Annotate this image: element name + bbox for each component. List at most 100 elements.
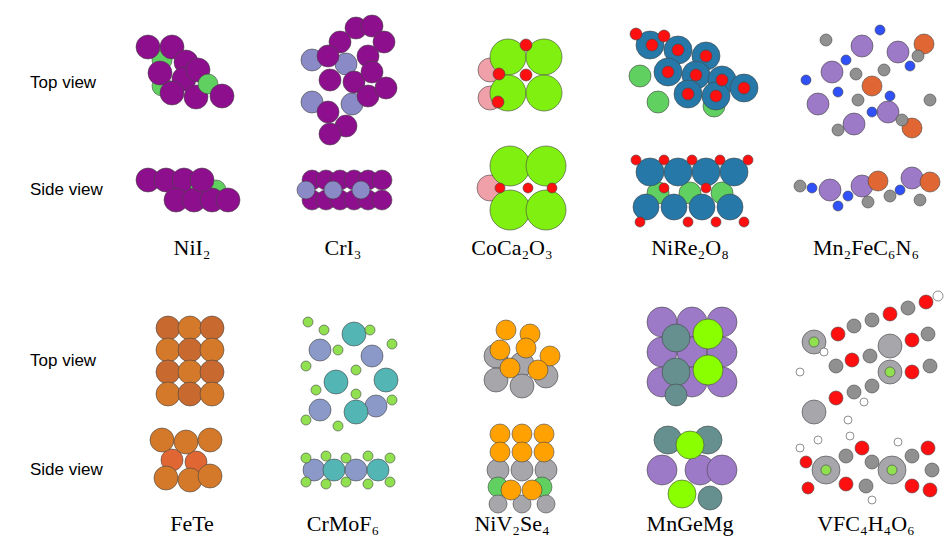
atom (323, 459, 345, 481)
atom (321, 479, 331, 489)
atom (372, 170, 392, 190)
atom (496, 320, 516, 340)
atom (198, 464, 222, 488)
coca2o3-top (478, 39, 562, 111)
view-label: Side view (30, 180, 103, 200)
atom (528, 360, 548, 380)
atom (635, 217, 645, 227)
atom (702, 82, 730, 110)
atom (819, 179, 841, 201)
atom (875, 25, 885, 35)
compound-name: NiV₂Se₄ (474, 511, 549, 537)
atom (707, 455, 737, 485)
atom (901, 167, 923, 189)
atom (367, 459, 389, 481)
atom (490, 442, 510, 462)
atom (862, 76, 882, 96)
atom (321, 451, 331, 461)
atom (178, 360, 202, 384)
atom (665, 384, 687, 406)
atom (905, 333, 919, 347)
atom (701, 183, 711, 193)
atom (301, 477, 311, 487)
atom (878, 334, 902, 358)
atom (812, 456, 840, 484)
atom (690, 69, 702, 81)
atom (156, 360, 180, 384)
atom (923, 359, 937, 373)
atom (200, 360, 224, 384)
nire2o8-top (629, 28, 758, 117)
atom (912, 50, 924, 62)
atom (672, 44, 684, 56)
atom (490, 146, 530, 186)
atom (829, 391, 843, 405)
atom (309, 339, 331, 361)
atom (344, 400, 368, 424)
atom (689, 194, 715, 220)
atom (309, 399, 331, 421)
atom (859, 479, 873, 493)
fete-side (150, 428, 222, 492)
atom (921, 441, 935, 455)
atom (920, 172, 940, 192)
atom (905, 61, 915, 71)
atom (924, 94, 936, 106)
nire2o8-side (631, 155, 753, 227)
atom (363, 479, 373, 489)
atom (647, 455, 677, 485)
atom (198, 428, 222, 452)
atom (687, 155, 697, 165)
atom (683, 217, 693, 227)
niv2se4-top (484, 320, 560, 398)
atom (522, 480, 542, 500)
compound-name: NiI₂ (174, 235, 211, 261)
atom (661, 194, 687, 220)
atom (631, 155, 641, 165)
atom (901, 301, 915, 315)
atom (668, 480, 696, 508)
atom (200, 316, 224, 340)
coca2o3-side (477, 146, 566, 230)
atom (662, 358, 690, 386)
atom (821, 465, 831, 475)
atom (324, 181, 342, 199)
mngemg-top (647, 307, 737, 406)
atom (878, 360, 902, 384)
atom (905, 479, 919, 493)
atom (743, 155, 753, 165)
atom (365, 395, 387, 417)
view-label: Top view (30, 73, 96, 93)
atom (361, 345, 383, 367)
crmof6-side (301, 451, 395, 489)
atom (821, 61, 843, 83)
atom (301, 453, 311, 463)
atom (537, 495, 555, 513)
atom (178, 382, 202, 406)
atom (490, 424, 510, 444)
atom (801, 75, 811, 85)
atom (878, 64, 890, 76)
atom (921, 327, 935, 341)
atom (659, 155, 669, 165)
atom (156, 338, 180, 362)
atom (843, 113, 865, 135)
atom (883, 307, 897, 321)
niv2se4-side (487, 424, 557, 513)
atom (868, 171, 888, 191)
atom (365, 325, 375, 335)
atom (863, 349, 877, 363)
atom (807, 183, 817, 193)
atom (895, 185, 905, 195)
atom (887, 465, 897, 475)
view-label: Side view (30, 460, 103, 480)
atom (796, 444, 804, 452)
atom (190, 168, 214, 192)
atom (860, 398, 868, 406)
atom (850, 68, 862, 80)
atom (711, 217, 721, 227)
atom (303, 317, 313, 327)
atom (839, 477, 853, 491)
nii2-top (136, 35, 234, 109)
